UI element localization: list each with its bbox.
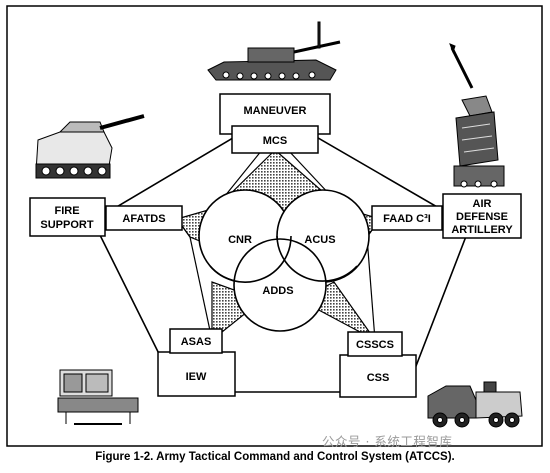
csscs-box bbox=[347, 331, 403, 357]
figure-caption: Figure 1-2. Army Tactical Command and Co… bbox=[95, 451, 455, 463]
howitzer-icon bbox=[35, 114, 145, 179]
maneuver-label: MANEUVER bbox=[244, 105, 307, 117]
faad-label: FAAD C³I bbox=[383, 213, 431, 225]
mcs-box bbox=[231, 125, 319, 154]
adds-circle bbox=[233, 238, 327, 332]
afatds-label: AFATDS bbox=[122, 213, 165, 225]
css-label: CSS bbox=[367, 372, 390, 384]
air-defense-label-1: AIR bbox=[473, 198, 492, 210]
cnr-label: CNR bbox=[228, 234, 252, 246]
cnr-arc bbox=[209, 235, 292, 283]
css-box bbox=[339, 354, 417, 398]
signal-equipment-icon bbox=[57, 369, 139, 425]
csscs-label: CSSCS bbox=[356, 339, 394, 351]
afatds-box bbox=[105, 205, 183, 231]
watermark-text: 公众号 · 系统工程智库 bbox=[322, 434, 453, 449]
fire-support-box bbox=[29, 197, 106, 237]
air-defense-label-3: ARTILLERY bbox=[451, 224, 513, 236]
iew-label: IEW bbox=[186, 371, 207, 383]
air-defense-box bbox=[442, 193, 522, 239]
supply-truck-icon bbox=[427, 381, 523, 428]
fire-support-label-2: SUPPORT bbox=[40, 219, 93, 231]
acus-arc bbox=[276, 235, 358, 282]
fire-support-label-1: FIRE bbox=[54, 205, 79, 217]
missile-launcher-icon bbox=[449, 43, 505, 188]
faad-box bbox=[371, 205, 443, 231]
tank-icon bbox=[207, 21, 341, 81]
mcs-label: MCS bbox=[263, 135, 287, 147]
adds-label: ADDS bbox=[262, 285, 293, 297]
acus-label: ACUS bbox=[304, 234, 335, 246]
asas-label: ASAS bbox=[181, 336, 212, 348]
figure-frame bbox=[6, 5, 543, 447]
air-defense-label-2: DEFENSE bbox=[456, 211, 508, 223]
asas-box bbox=[169, 328, 223, 354]
